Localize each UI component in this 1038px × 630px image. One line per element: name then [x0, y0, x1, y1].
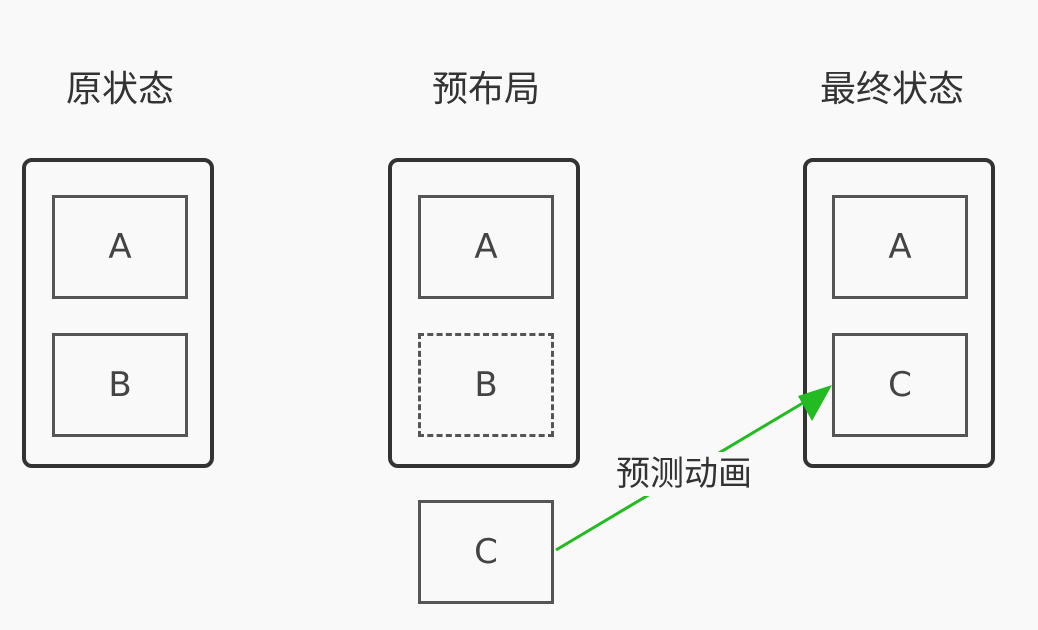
column-title-pre-layout: 预布局 — [431, 69, 540, 110]
final-box-a: A — [832, 195, 968, 299]
final-box-c: C — [832, 333, 968, 437]
arrow-label: 预测动画 — [612, 452, 756, 496]
pre-layout-box-b-dashed: B — [418, 333, 554, 437]
column-title-final-state: 最终状态 — [819, 69, 964, 110]
original-box-a: A — [52, 195, 188, 299]
incoming-box-c: C — [418, 500, 554, 604]
original-box-b: B — [52, 333, 188, 437]
pre-layout-box-a: A — [418, 195, 554, 299]
column-title-original-state: 原状态 — [65, 69, 174, 110]
